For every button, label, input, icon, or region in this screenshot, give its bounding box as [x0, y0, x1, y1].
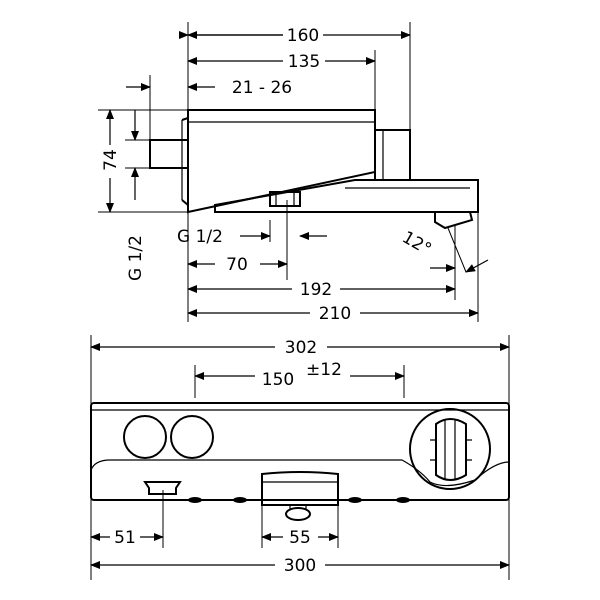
thermostat-body-side	[149, 109, 479, 230]
dim-70: 70	[226, 255, 248, 275]
temperature-knob	[409, 408, 491, 490]
thread-bottom-label: G 1/2	[177, 227, 223, 247]
side-view: 160 135 21 - 26 74 G 1/2 G 1/2 70 192 21	[98, 22, 489, 324]
dim-51: 51	[114, 528, 136, 548]
hole-4	[396, 497, 410, 503]
fixing-left	[143, 481, 182, 495]
thermostat-body-front	[90, 402, 510, 521]
dim-192: 192	[300, 280, 332, 300]
button-right	[170, 415, 214, 459]
dim-21-26: 21 - 26	[232, 78, 292, 98]
angle-label: 12°	[398, 227, 434, 259]
dim-74: 74	[101, 149, 121, 171]
dim-55: 55	[289, 528, 311, 548]
dim-135: 135	[288, 52, 320, 72]
dim-160: 160	[287, 26, 319, 46]
dim-302: 302	[285, 338, 317, 358]
spout-front	[261, 471, 339, 521]
dim-210: 210	[319, 304, 351, 324]
thread-left-label: G 1/2	[126, 235, 146, 281]
hole-3	[348, 497, 362, 503]
hole-1	[188, 497, 202, 503]
dim-300: 300	[284, 556, 316, 576]
dim-tolerance: ±12	[306, 360, 342, 380]
front-view: 302 150 ±12 51 55 300	[90, 335, 510, 580]
button-left	[123, 415, 167, 459]
hole-2	[233, 497, 247, 503]
dim-150: 150	[262, 370, 294, 390]
